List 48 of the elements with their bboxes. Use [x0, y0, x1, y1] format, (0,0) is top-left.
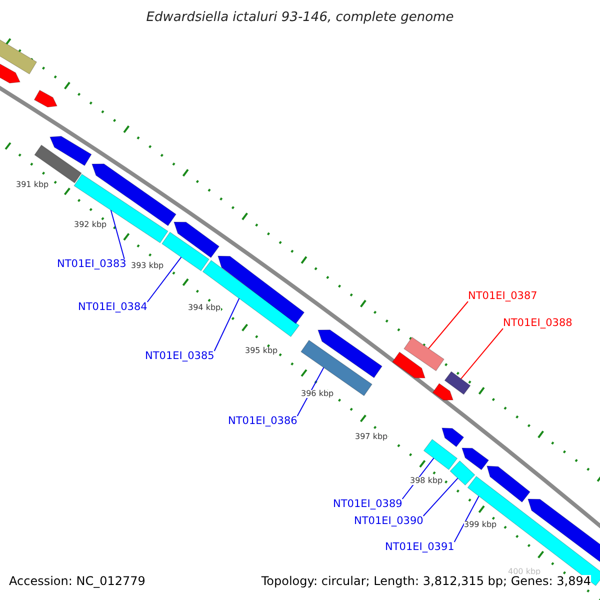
position-label: 391 kbp	[16, 181, 49, 189]
position-label: 396 kbp	[301, 390, 334, 398]
gene-label: NT01EI_0390	[354, 516, 424, 526]
gene-feature	[432, 383, 454, 400]
gene-feature	[450, 460, 476, 486]
gene-feature	[318, 330, 382, 378]
gene-feature	[202, 260, 300, 338]
gene-feature	[300, 340, 372, 396]
gene-label: NT01EI_0384	[78, 302, 148, 312]
gene-feature	[442, 428, 464, 448]
gene-feature	[392, 352, 426, 378]
position-label: 397 kbp	[355, 433, 388, 441]
leader-line	[422, 478, 458, 516]
gene-feature	[462, 448, 490, 470]
position-label: 392 kbp	[74, 221, 107, 229]
leader-line	[460, 328, 504, 380]
gene-feature	[74, 174, 168, 244]
gene-feature	[34, 90, 58, 108]
gene-feature	[0, 62, 20, 84]
gene-feature	[404, 336, 444, 372]
genome-info-text: Topology: circular; Length: 3,812,315 bp; Genes: 3,894	[261, 575, 591, 587]
gene-feature	[486, 466, 530, 503]
gene-feature	[444, 371, 471, 395]
gene-feature	[162, 232, 210, 272]
leader-line	[454, 496, 480, 542]
gene-label: NT01EI_0389	[333, 499, 402, 510]
gene-feature	[0, 38, 38, 74]
leader-line	[428, 301, 468, 350]
gene-label: NT01EI_0383	[57, 259, 126, 270]
position-label: 395 kbp	[245, 347, 278, 355]
gene-feature	[423, 438, 458, 470]
leader-line	[214, 298, 240, 352]
gene-feature	[174, 222, 220, 258]
leader-line	[110, 210, 125, 260]
accession-text: Accession: NC_012779	[9, 575, 146, 587]
gene-label: NT01EI_0388	[503, 318, 572, 328]
gene-feature	[50, 136, 92, 166]
title: Edwardsiella ictaluri 93-146, complete genome	[145, 11, 455, 24]
gene-label: NT01EI_0385	[145, 351, 214, 362]
position-label: 398 kbp	[410, 477, 443, 485]
position-label: 394 kbp	[188, 304, 221, 312]
gene-label: NT01EI_0387	[468, 291, 538, 302]
gene-label: NT01EI_0391	[385, 542, 454, 552]
gene-feature	[528, 498, 600, 562]
position-label: 393 kbp	[131, 262, 164, 270]
position-label: 399 kbp	[464, 521, 497, 529]
gene-label: NT01EI_0386	[228, 416, 298, 426]
leader-line	[146, 256, 182, 302]
